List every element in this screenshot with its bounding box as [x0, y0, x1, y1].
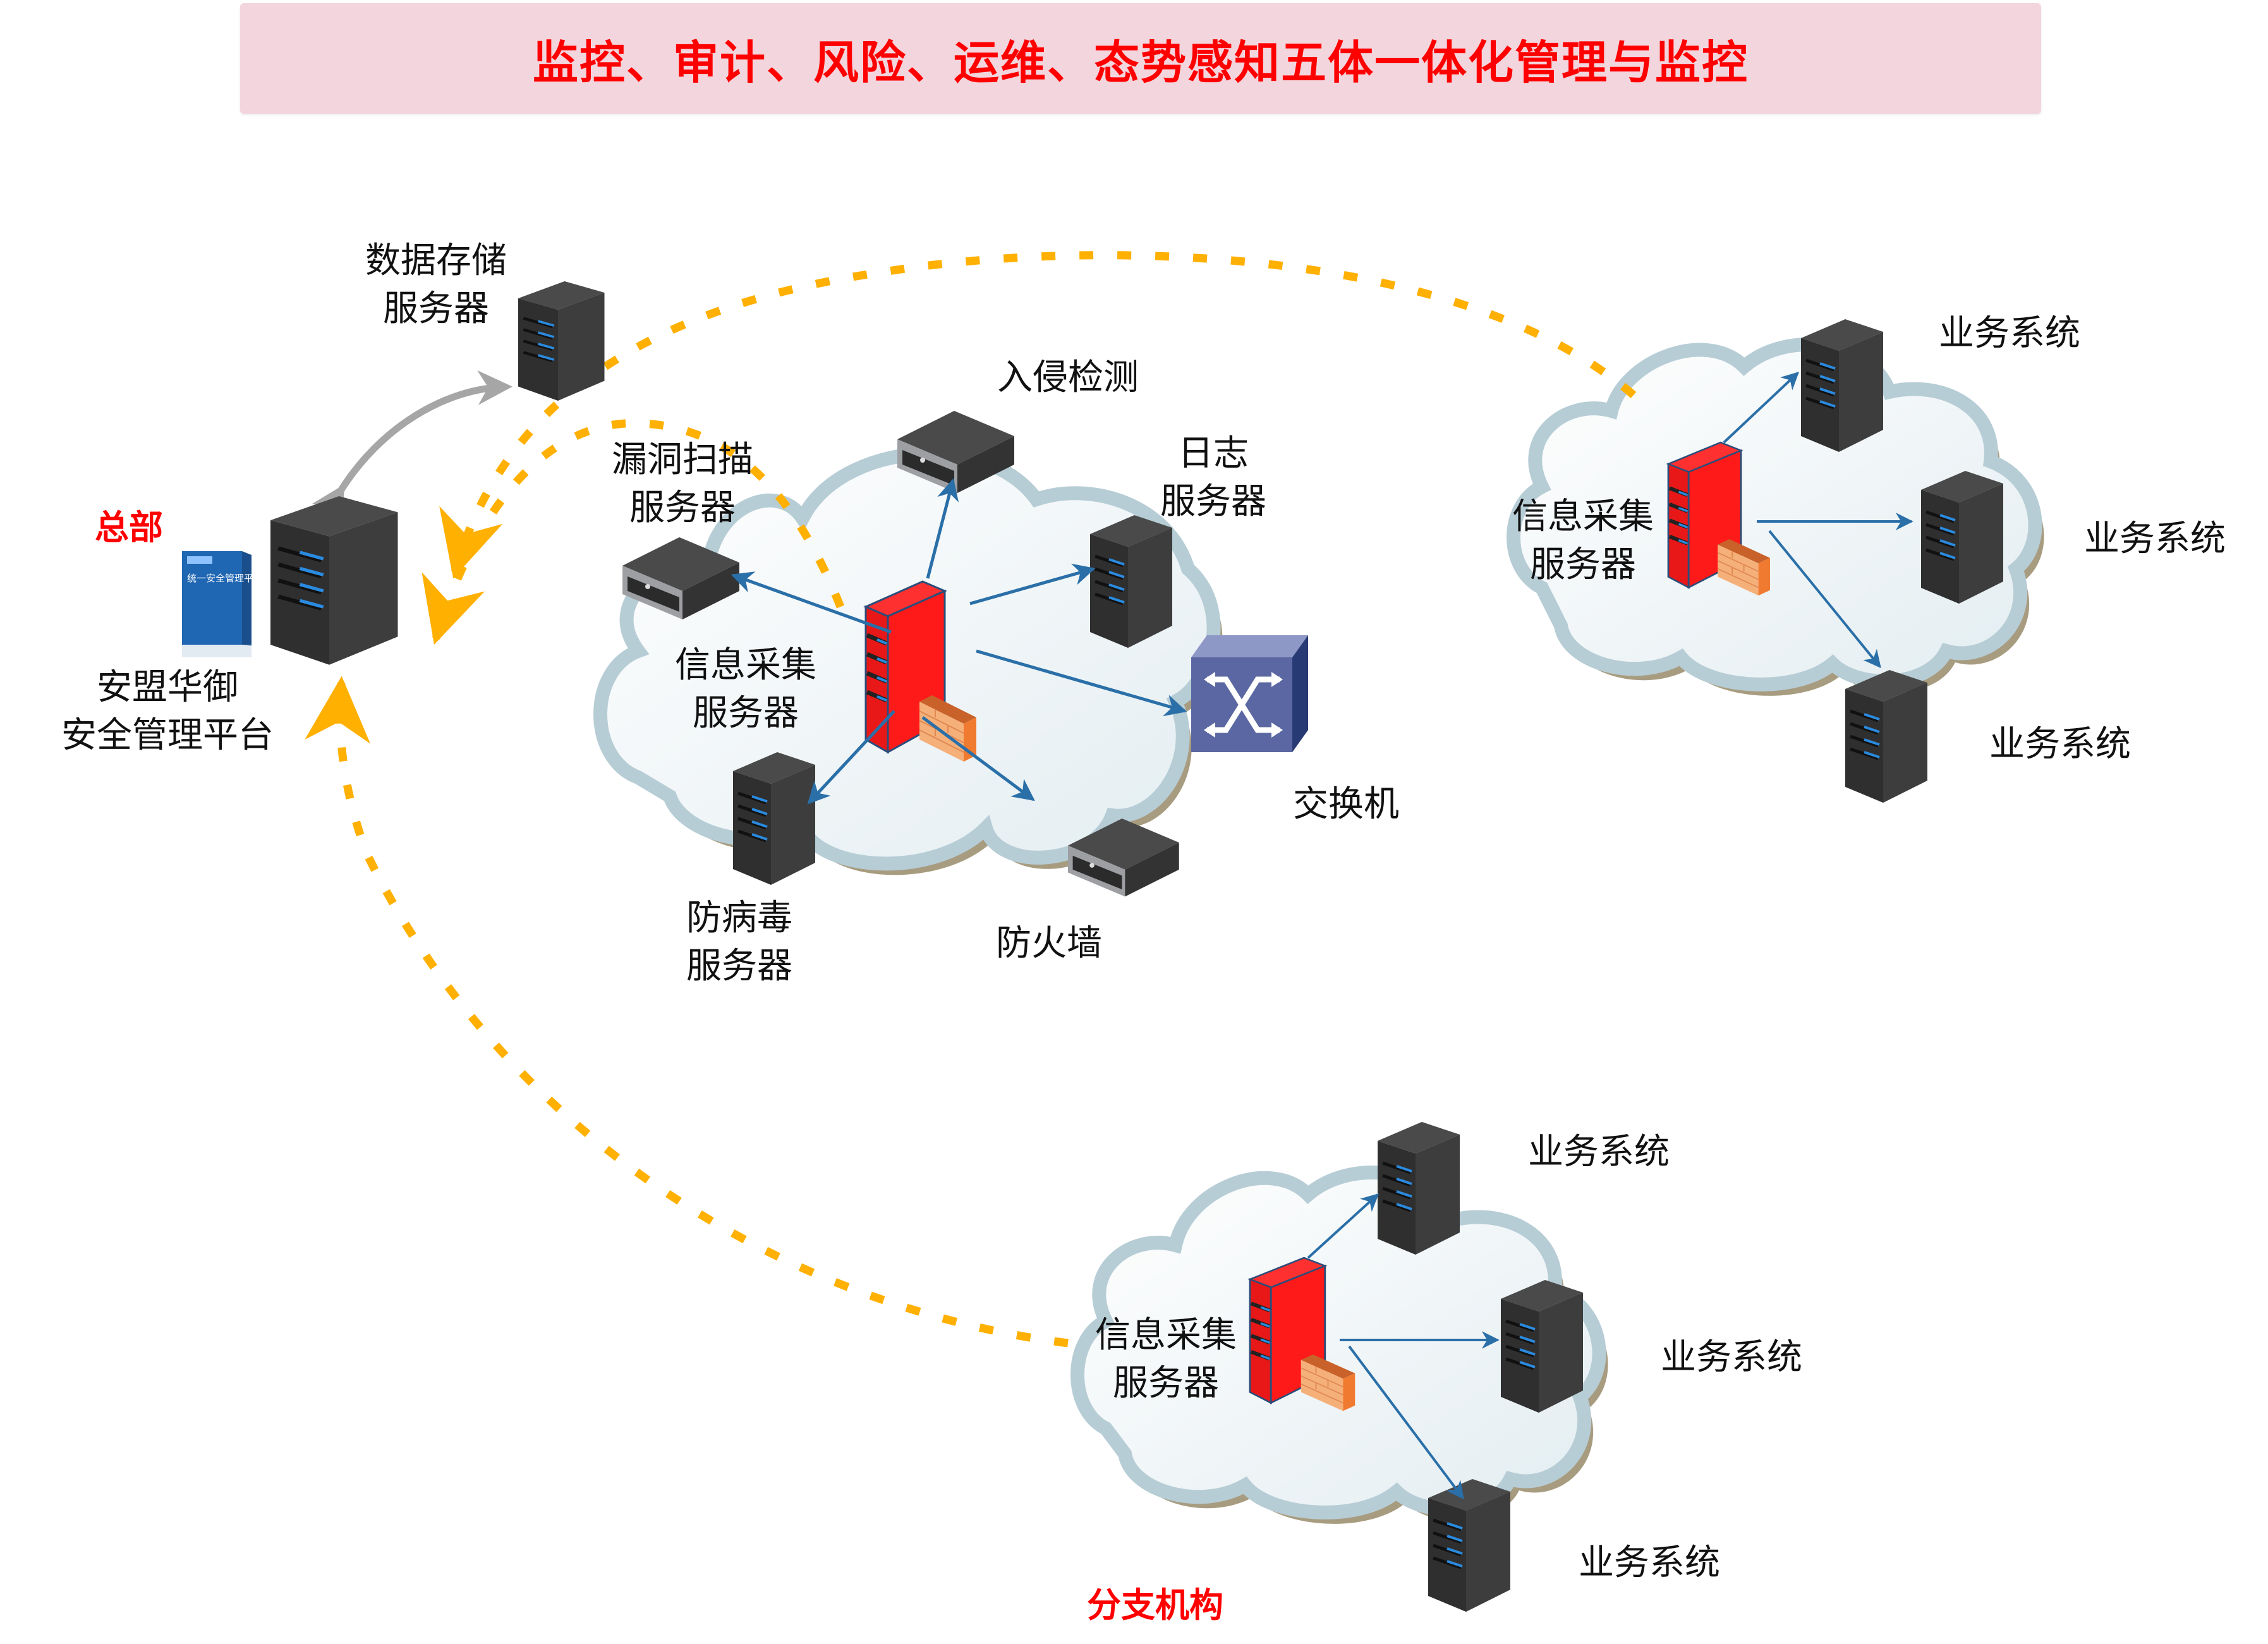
storage-sync-arrow: [312, 370, 512, 523]
switch-icon: [1191, 635, 1308, 752]
branch-collector-label: 信息采集 服务器: [1062, 1312, 1270, 1408]
software-box-text: 统一安全管理平台: [187, 573, 263, 584]
arrow-to-branch-system-3: [1348, 1345, 1464, 1500]
vuln-scanner-label: 漏洞扫描 服务器: [575, 436, 790, 532]
arrow-to-ids: [926, 478, 959, 579]
page-title: 监控、审计、风险、运维、态势感知五体一体化管理与监控: [532, 36, 1749, 89]
branch-system-label-2: 业务系统: [1661, 1337, 1802, 1378]
arrow-to-switch: [976, 649, 1187, 717]
dashed-link-remote-to-hq: [439, 251, 1637, 579]
storage-label-line2: 服务器: [383, 288, 489, 329]
dashed-link-branch-to-hq: [305, 676, 1069, 1348]
switch-label: 交换机: [1293, 784, 1399, 825]
remote-system-server-3-icon: [1845, 670, 1927, 803]
branch-system-server-1-icon: [1378, 1122, 1460, 1255]
hq-platform-label-line2: 安全管理平台: [61, 715, 274, 756]
ids-label: 入侵检测: [997, 357, 1139, 398]
antivirus-server-icon: [733, 752, 815, 885]
remote-system-server-1-icon: [1801, 319, 1883, 452]
arrow-to-log-server: [969, 563, 1096, 606]
remote-system-label-2: 业务系统: [2084, 518, 2226, 559]
software-box-icon: 统一安全管理平台: [182, 551, 263, 657]
branch-collector-line2: 服务器: [1113, 1363, 1219, 1404]
log-server-icon: [1090, 515, 1172, 648]
arrow-to-branch-system-1: [1307, 1193, 1380, 1259]
vuln-label-line2: 服务器: [629, 487, 736, 528]
remote-cloud: [1507, 338, 2044, 696]
antivirus-server-label: 防病毒 服务器: [632, 894, 847, 990]
storage-server-label: 数据存储 服务器: [329, 237, 543, 333]
firewall-label: 防火墙: [996, 923, 1102, 964]
remote-system-label-3: 业务系统: [1989, 724, 2131, 765]
arrow-to-vuln-scanner: [731, 571, 892, 634]
branch-system-label-1: 业务系统: [1528, 1131, 1670, 1172]
remote-arrows: [1723, 372, 1913, 669]
title-banner: 监控、审计、风险、运维、态势感知五体一体化管理与监控: [240, 3, 2041, 114]
central-collector-label: 信息采集 服务器: [638, 642, 853, 738]
arrow-to-antivirus: [807, 710, 895, 805]
branch-system-server-2-icon: [1501, 1280, 1583, 1413]
central-arrows: [731, 478, 1187, 805]
branch-system-label-3: 业务系统: [1579, 1542, 1720, 1583]
hq-platform-label: 安盟华御 安全管理平台: [44, 664, 291, 760]
remote-system-server-2-icon: [1921, 471, 2003, 604]
remote-collector-line1: 信息采集: [1512, 496, 1654, 537]
remote-collector-line2: 服务器: [1530, 544, 1636, 585]
log-label-line1: 日志: [1178, 433, 1249, 474]
branch-arrows: [1307, 1193, 1500, 1500]
remote-collector-label: 信息采集 服务器: [1479, 493, 1687, 589]
central-collector-line1: 信息采集: [675, 645, 816, 686]
antivirus-label-line2: 服务器: [686, 946, 792, 987]
arrow-to-firewall: [921, 715, 1035, 801]
log-label-line2: 服务器: [1160, 481, 1266, 522]
hq-platform-label-line1: 安盟华御: [97, 667, 238, 708]
central-collector-line2: 服务器: [693, 693, 799, 734]
branch-system-server-3-icon: [1428, 1479, 1510, 1612]
antivirus-label-line1: 防病毒: [686, 898, 792, 939]
branch-collector-line1: 信息采集: [1095, 1315, 1237, 1356]
hq-region-label: 总部: [95, 508, 163, 547]
hq-platform-server-icon: [270, 496, 398, 665]
arrow-to-remote-system-3: [1768, 530, 1881, 669]
vuln-label-line1: 漏洞扫描: [612, 439, 753, 480]
storage-label-line1: 数据存储: [365, 240, 507, 281]
log-server-label: 日志 服务器: [1106, 430, 1321, 526]
remote-system-label-1: 业务系统: [1939, 313, 2080, 354]
branch-region-label: 分支机构: [1087, 1585, 1223, 1625]
arrow-to-remote-system-1: [1723, 372, 1800, 444]
